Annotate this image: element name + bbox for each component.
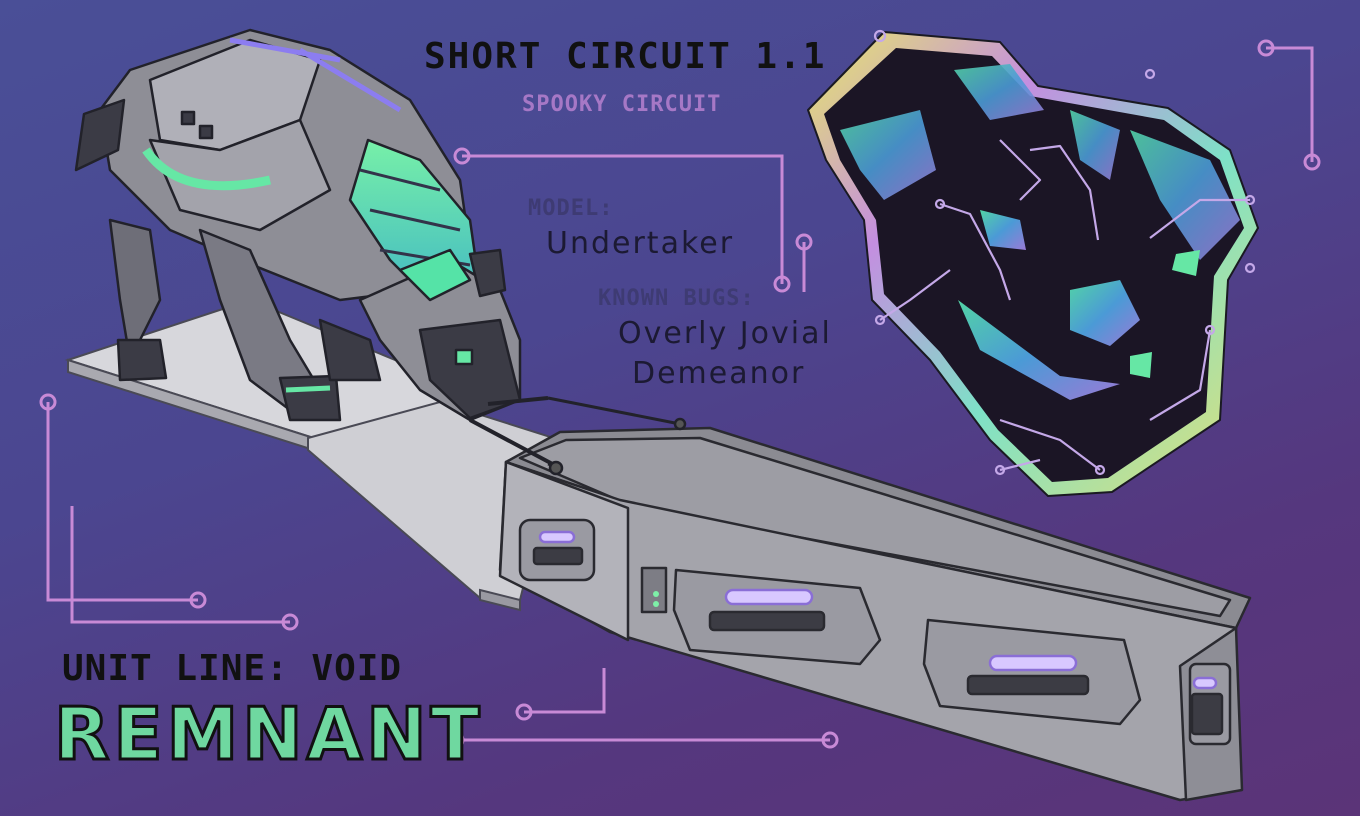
- page-title: SHORT CIRCUIT 1.1: [424, 36, 827, 77]
- unit-name: REMNANT: [53, 691, 484, 778]
- circuit-traces: [39, 39, 1321, 749]
- robot-hyena-illustration: [74, 28, 687, 476]
- model-label: MODEL:: [528, 196, 614, 221]
- known-bugs-label: KNOWN BUGS:: [598, 286, 755, 311]
- hyena-head-emblem: [807, 29, 1259, 497]
- known-bugs-value-line1: Overly Jovial: [618, 316, 832, 351]
- unit-line-label: UNIT LINE: VOID: [62, 648, 403, 689]
- coffin-illustration: [498, 426, 1252, 802]
- model-value: Undertaker: [546, 226, 735, 261]
- subtitle: SPOOKY CIRCUIT: [522, 92, 722, 117]
- known-bugs-value-line2: Demeanor: [632, 356, 806, 391]
